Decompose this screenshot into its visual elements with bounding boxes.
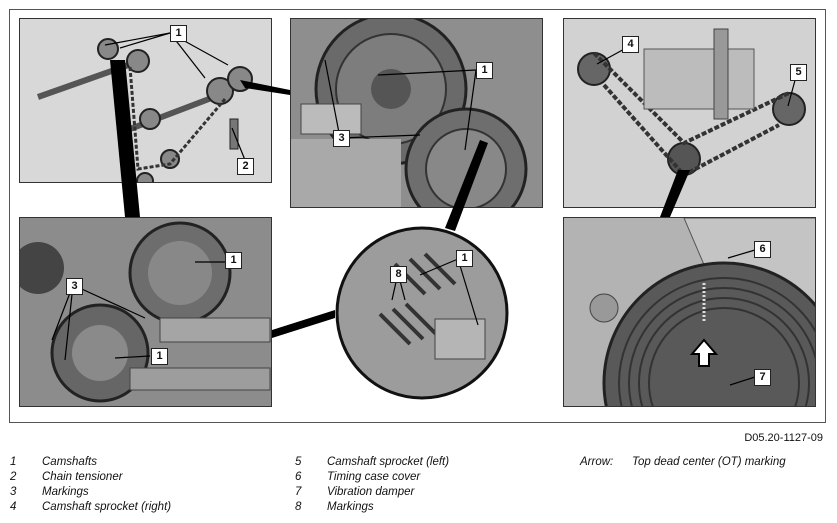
callout-1-camshafts: 1 (170, 25, 187, 42)
legend-number: 5 (295, 456, 302, 468)
legend-item-arrow: Arrow: Top dead center (OT) marking (580, 455, 786, 470)
magnified-markings-image (335, 226, 509, 400)
legend-text: Top dead center (OT) marking (632, 456, 786, 468)
panel-camshaft-markings (19, 217, 272, 407)
legend-item: 7 Vibration damper (295, 485, 449, 500)
camshaft-overview-image (20, 19, 271, 182)
legend-item: 1 Camshafts (10, 455, 171, 470)
callout-5-sprocket-left: 5 (790, 64, 807, 81)
legend-number: 6 (295, 471, 302, 483)
callout-1-sprocket: 1 (476, 62, 493, 79)
legend-text: Vibration damper (327, 486, 415, 498)
legend-number: 2 (10, 471, 17, 483)
legend-arrow-key: Arrow: (580, 456, 614, 468)
legend-column-3: Arrow: Top dead center (OT) marking (580, 455, 786, 470)
timing-cover-image (564, 218, 815, 406)
callout-1-markings-panel: 1 (225, 252, 242, 269)
callout-7-vibration-damper: 7 (754, 369, 771, 386)
legend-number: 4 (10, 501, 17, 513)
legend-text: Camshafts (42, 456, 97, 468)
callout-3-markings: 3 (333, 130, 350, 147)
legend-text: Timing case cover (327, 471, 421, 483)
callout-1-lower: 1 (151, 348, 168, 365)
legend-column-2: 5 Camshaft sprocket (left) 6 Timing case c… (295, 455, 449, 515)
legend-item: 3 Markings (10, 485, 171, 500)
panel-sprocket-closeup (290, 18, 543, 208)
callout-3-markings-panel: 3 (66, 278, 83, 295)
legend-number: 8 (295, 501, 302, 513)
callout-6-timing-cover: 6 (754, 241, 771, 258)
legend-item: 6 Timing case cover (295, 470, 449, 485)
legend-text: Camshaft sprocket (left) (327, 456, 450, 468)
legend-column-1: 1 Camshafts 2 Chain tensioner 3 Markings 4 C… (10, 455, 171, 515)
legend-number: 7 (295, 486, 302, 498)
legend-text: Markings (327, 501, 374, 513)
panel-camshaft-overview (19, 18, 272, 183)
sprocket-closeup-image (291, 19, 542, 207)
tdc-arrow-icon (689, 338, 719, 367)
legend-item: 4 Camshaft sprocket (right) (10, 500, 171, 515)
callout-1-magnifier: 1 (456, 250, 473, 267)
legend-text: Markings (42, 486, 89, 498)
legend-text: Camshaft sprocket (right) (42, 501, 172, 513)
legend-item: 8 Markings (295, 500, 449, 515)
legend-text: Chain tensioner (42, 471, 123, 483)
panel-sprockets-left-right (563, 18, 816, 208)
panel-timing-cover-damper (563, 217, 816, 407)
callout-4-sprocket-right: 4 (622, 36, 639, 53)
legend-number: 1 (10, 456, 17, 468)
legend-item: 5 Camshaft sprocket (left) (295, 455, 449, 470)
callout-2-chain-tensioner: 2 (237, 158, 254, 175)
panel-magnified-markings (335, 224, 510, 402)
sprockets-image (564, 19, 815, 207)
legend-number: 3 (10, 486, 17, 498)
legend-item: 2 Chain tensioner (10, 470, 171, 485)
camshaft-markings-image (20, 218, 271, 406)
callout-8-markings: 8 (390, 266, 407, 283)
figure-reference: D05.20-1127-09 (744, 432, 823, 444)
